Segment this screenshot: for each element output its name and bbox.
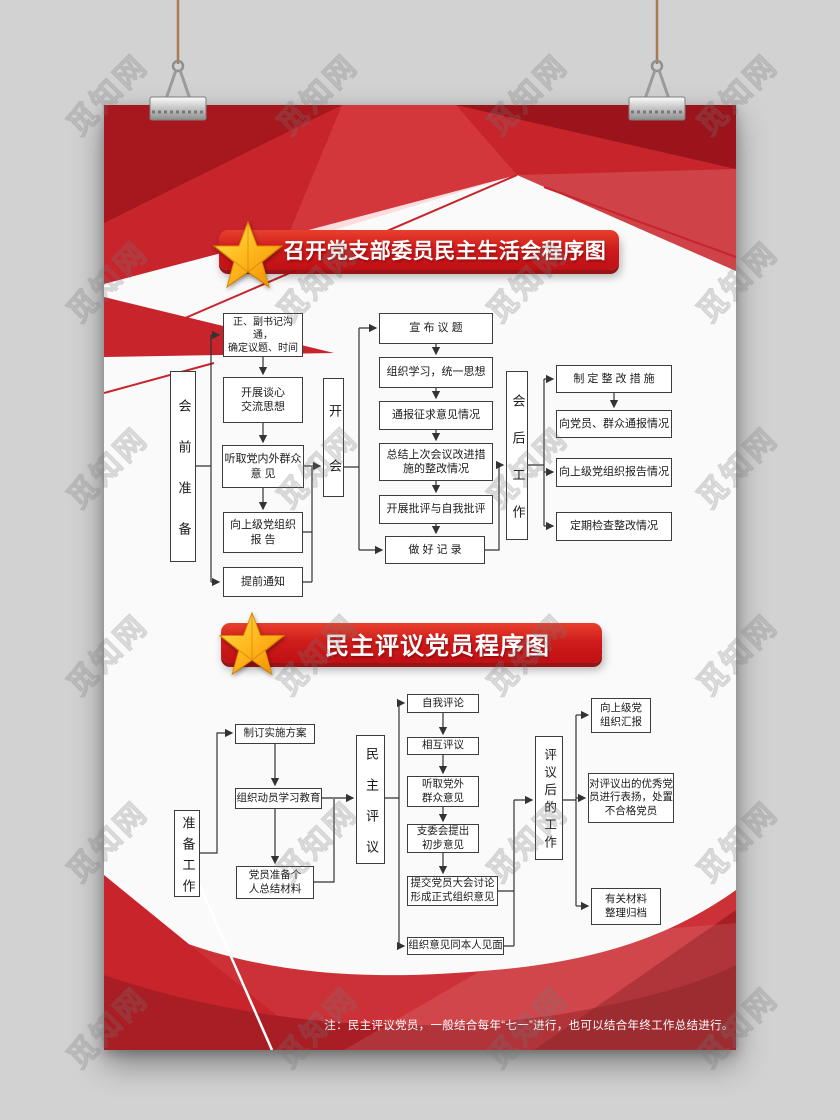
flow1-step-box: 正、副书记沟通， 确定议题、时间 <box>223 313 303 357</box>
flow1-title-banner: 召开党支部委员民主生活会程序图 <box>212 220 619 289</box>
flow2-step-box: 对评议出的优秀党 员进行表扬，处置 不合格党员 <box>588 773 674 823</box>
flow1-title: 召开党支部委员民主生活会程序图 <box>283 240 607 263</box>
flow2-title-banner: 民主评议党员程序图 <box>218 611 602 676</box>
flow1-step-box: 定期检查整改情况 <box>556 512 672 541</box>
flow1-step-box: 做 好 记 录 <box>385 536 485 564</box>
flow2-step-box: 提交党员大会讨论 形成正式组织意见 <box>407 876 498 906</box>
flow2-step-box: 相互评议 <box>407 737 479 755</box>
flow2-step-box: 制订实施方案 <box>235 724 315 744</box>
flow1-step-box: 组织学习，统一思想 <box>379 357 493 388</box>
flow1-step-box: 听取党内外群众 意 见 <box>222 445 304 488</box>
flow1-stage-pre-meeting: 会前准备 <box>170 371 196 563</box>
flow1-step-box: 宣 布 议 题 <box>379 313 493 344</box>
flow1-step-box: 提前通知 <box>223 567 303 597</box>
poster: 召开党支部委员民主生活会程序图 民主评议党员程序图 会前准备 正、副书记沟通， … <box>104 105 736 1050</box>
flow2-step-box: 支委会提出 初步意见 <box>407 824 479 853</box>
star-icon <box>218 611 286 676</box>
flow1-step-box: 向上级党组织报告情况 <box>556 458 672 487</box>
flow2-step-box: 组织动员学习教育 <box>235 788 322 809</box>
flow1-step-box: 开展谈心 交流思想 <box>223 377 303 423</box>
flow2-stage-after-review: 评议后的工作 <box>535 736 563 860</box>
binder-clip-icon <box>149 0 207 121</box>
flow2-step-box: 听取党外 群众意见 <box>407 776 479 807</box>
flow1-step-box: 向党员、群众通报情况 <box>556 410 672 438</box>
flow1-step-box: 向上级党组织 报 告 <box>223 512 303 553</box>
flow1-stage-meeting: 开会 <box>323 378 344 514</box>
flow2-step-box: 组织意见同本人见面 <box>407 937 504 955</box>
flow2-step-box: 向上级党 组织汇报 <box>591 698 651 733</box>
flow2-stage-review: 民主评议 <box>356 735 385 871</box>
flow2-stage-preparation: 准备工作 <box>174 810 200 900</box>
flow1-step-box: 制 定 整 改 措 施 <box>556 365 672 393</box>
flow2-step-box: 有关材料 整理归档 <box>591 888 661 925</box>
flow1-stage-after-meeting: 会后工作 <box>506 371 528 542</box>
binder-clip-icon <box>628 0 686 121</box>
flow1-step-box: 总结上次会议改进措 施的整改情况 <box>379 443 493 481</box>
flow2-title: 民主评议党员程序图 <box>325 632 550 660</box>
flow2-step-box: 党员准备个 人总结材料 <box>236 866 314 899</box>
footer-note: 注：民主评议党员，一般结合每年“七一”进行，也可以结合年终工作总结进行。 <box>324 1020 734 1032</box>
flow1-step-box: 通报征求意见情况 <box>379 401 493 430</box>
flow1-step-box: 开展批评与自我批评 <box>379 495 493 524</box>
flow2-step-box: 自我评论 <box>407 694 479 713</box>
star-icon <box>212 220 284 289</box>
